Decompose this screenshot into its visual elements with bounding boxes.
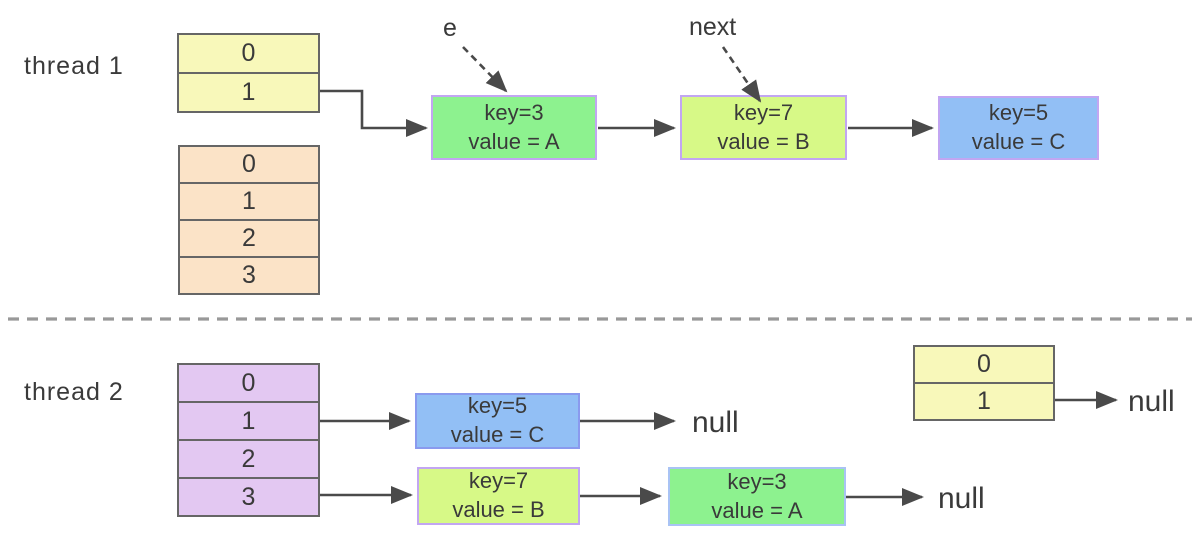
- thread2-label: thread 2: [24, 378, 124, 406]
- array-cell: 2: [180, 219, 318, 256]
- node-value: value = C: [450, 422, 545, 447]
- array-cell: 0: [180, 147, 318, 182]
- node-value: value = A: [711, 497, 803, 523]
- array-cell: 1: [179, 72, 318, 111]
- thread2-node-key5: key=5 value = C: [415, 393, 580, 449]
- node-key: key=7: [468, 468, 529, 494]
- pointer-next-dashed-arrow: [721, 46, 762, 103]
- thread1-node-key5: key=5 value = C: [938, 96, 1099, 160]
- array-cell: 3: [179, 477, 318, 515]
- array-cell: 1: [179, 401, 318, 439]
- node-key: key=5: [467, 393, 528, 419]
- node-value: value = B: [717, 128, 810, 154]
- node-key: key=5: [988, 100, 1049, 126]
- node-key: key=7: [733, 99, 794, 125]
- thread2-bucket-array-4: 0 1 2 3: [177, 363, 320, 517]
- node-key: key=3: [727, 468, 787, 494]
- thread1-node-key3: key=3 value = A: [431, 95, 597, 160]
- null-label-2: null: [938, 482, 985, 515]
- array-cell: 1: [915, 382, 1053, 419]
- thread1-label: thread 1: [24, 52, 124, 80]
- thread1-node-key7: key=7 value = B: [680, 95, 847, 160]
- thread2-bucket-array-2: 0 1: [913, 345, 1055, 421]
- pointer-e-label: e: [443, 14, 457, 42]
- pointer-next-label: next: [689, 13, 737, 41]
- array-cell: 0: [915, 347, 1053, 382]
- node-value: value = C: [971, 129, 1066, 154]
- arrow-array2-to-key3: [320, 89, 428, 137]
- null-label-3: null: [1128, 385, 1175, 418]
- thread2-node-key3: key=3 value = A: [668, 467, 846, 526]
- array-cell: 0: [179, 365, 318, 401]
- array-cell: 2: [179, 439, 318, 477]
- node-value: value = A: [468, 128, 560, 154]
- thread1-bucket-array-4: 0 1 2 3: [178, 145, 320, 295]
- array-cell: 0: [179, 35, 318, 72]
- node-value: value = B: [452, 497, 545, 522]
- pointer-e-dashed-arrow: [462, 46, 508, 93]
- array-cell: 1: [180, 182, 318, 219]
- thread1-bucket-array-2: 0 1: [177, 33, 320, 113]
- node-key: key=3: [484, 99, 544, 125]
- array-cell: 3: [180, 256, 318, 293]
- null-label-1: null: [692, 406, 739, 439]
- thread2-node-key7: key=7 value = B: [417, 467, 580, 525]
